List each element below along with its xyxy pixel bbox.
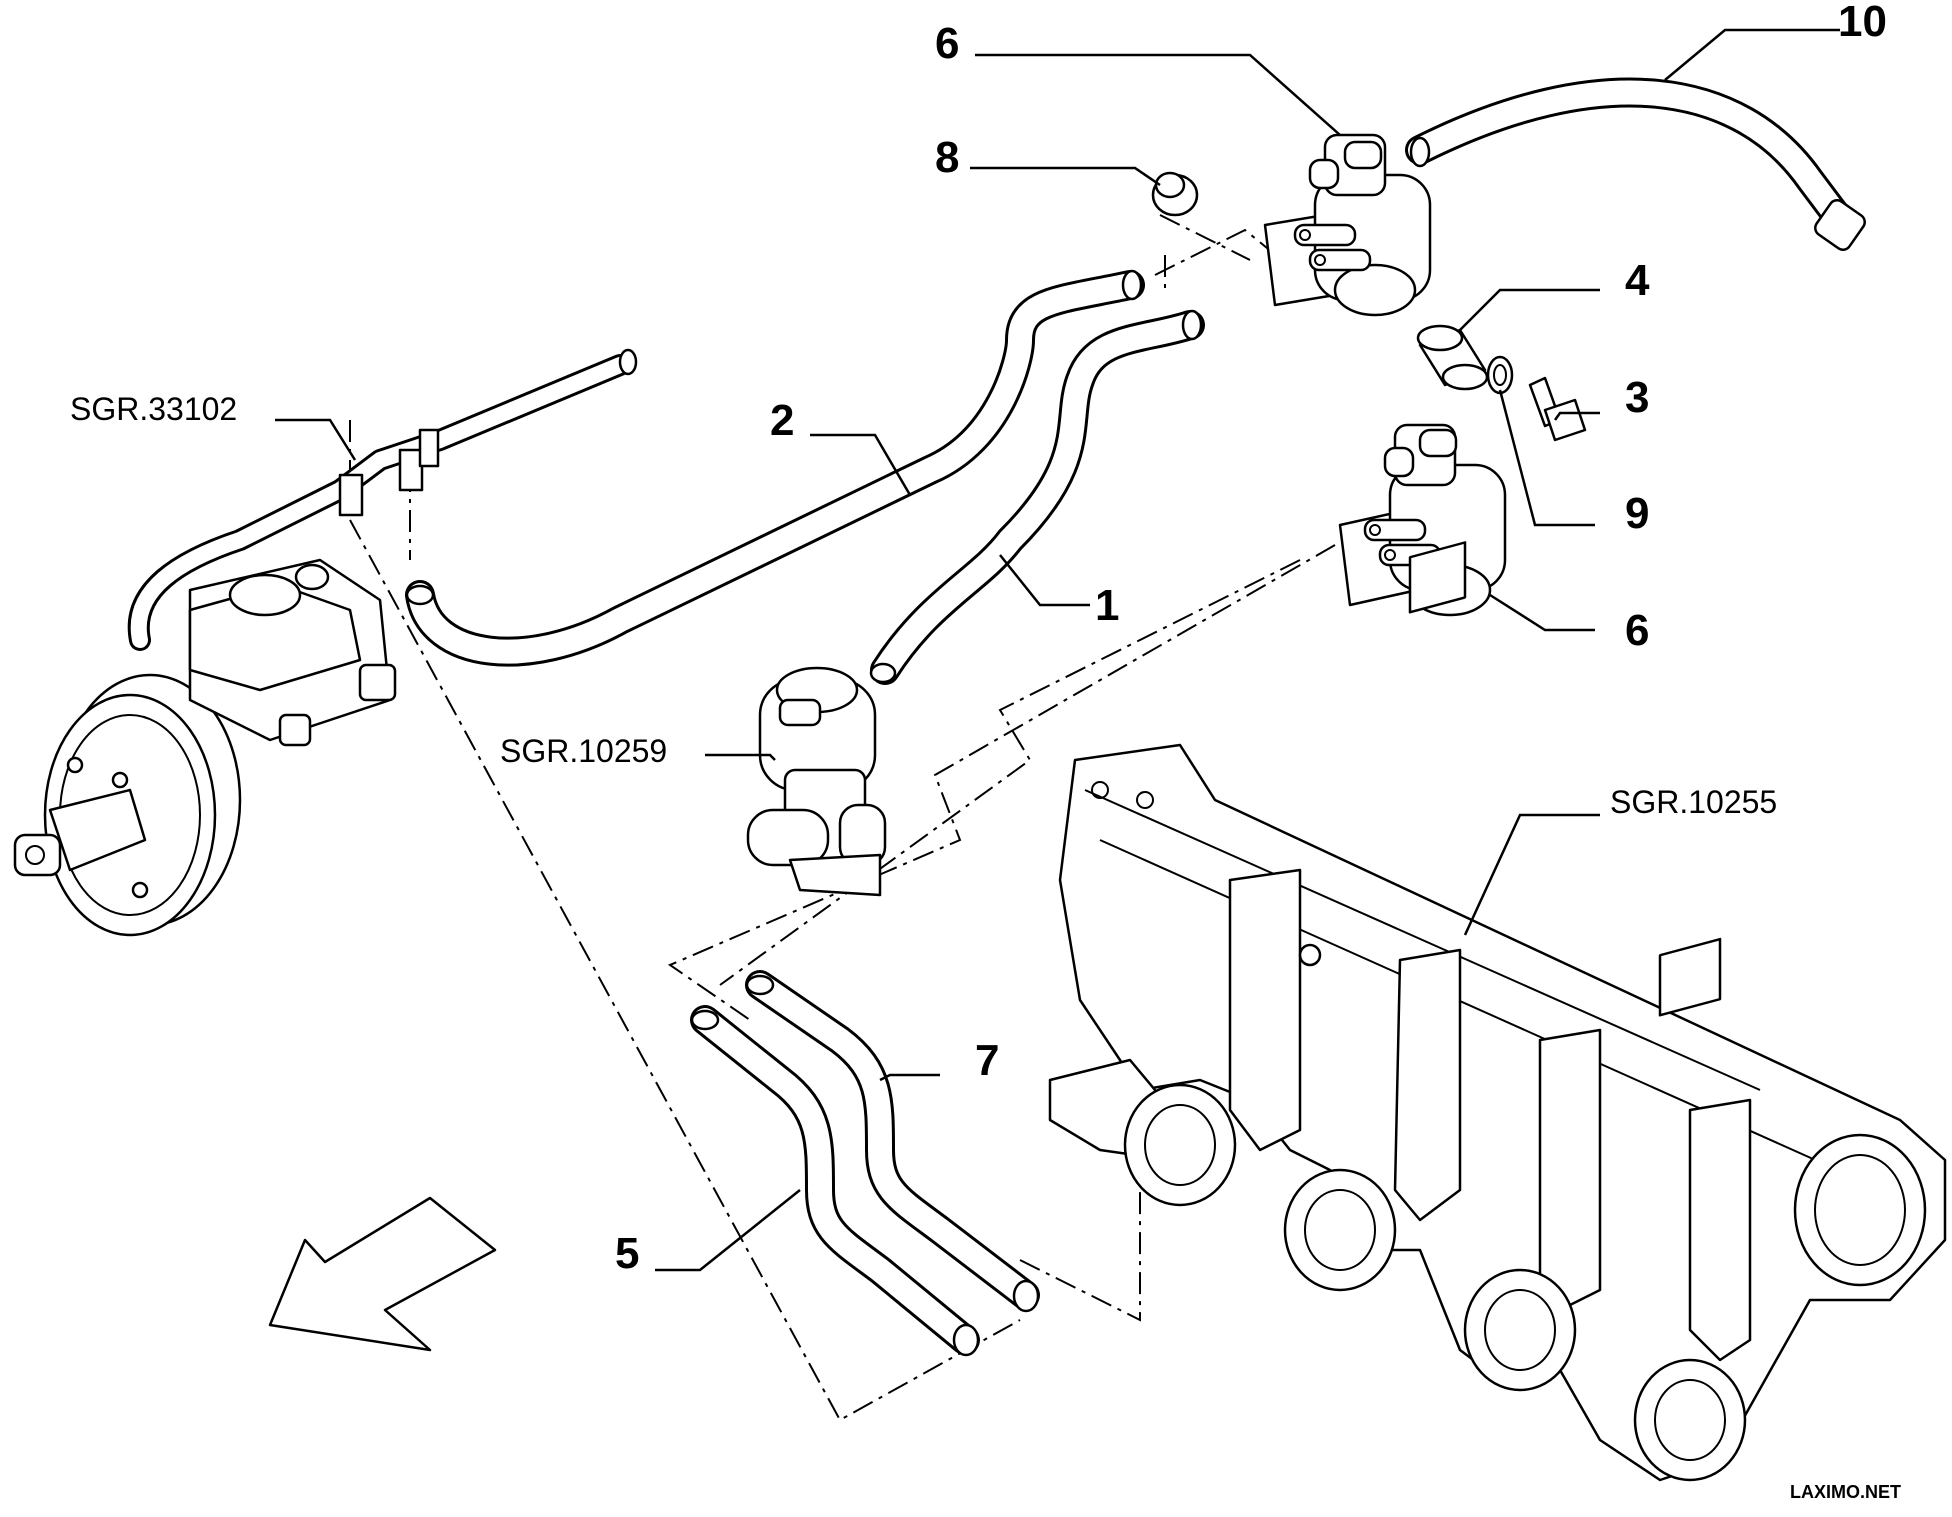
cap-8[interactable] — [1151, 171, 1199, 217]
hose-5[interactable] — [690, 1005, 980, 1357]
callout-3: 3 — [1625, 373, 1649, 422]
callout-2: 2 — [770, 396, 794, 445]
ref-brake-booster[interactable]: SGR.33102 — [70, 391, 237, 427]
solenoid-valve-top[interactable] — [1263, 133, 1432, 317]
direction-arrow — [268, 1196, 497, 1352]
callout-labels: 6 8 10 4 3 9 6 2 1 7 5 — [615, 0, 1887, 1278]
callout-10: 10 — [1838, 0, 1887, 46]
hose-2[interactable] — [405, 269, 1145, 667]
credit-watermark: LAXIMO.NET — [1790, 1482, 1901, 1502]
callout-7: 7 — [975, 1036, 999, 1085]
hose-1[interactable] — [869, 309, 1205, 685]
spacer-4[interactable] — [1416, 324, 1489, 391]
callout-8: 8 — [935, 133, 959, 182]
callout-4: 4 — [1625, 256, 1650, 305]
egr-valve[interactable] — [746, 666, 887, 897]
ref-intake-manifold[interactable]: SGR.10255 — [1610, 784, 1777, 820]
intake-manifold[interactable] — [1048, 541, 1947, 1482]
reference-labels: SGR.33102 SGR.10259 SGR.10255 — [70, 391, 1777, 820]
callout-5: 5 — [615, 1229, 639, 1278]
leader-lines — [275, 28, 1840, 1272]
callout-1: 1 — [1095, 581, 1119, 630]
callout-6-bottom: 6 — [1625, 606, 1649, 655]
bolt-3[interactable] — [1528, 376, 1587, 442]
callout-6-top: 6 — [935, 19, 959, 68]
hose-7[interactable] — [745, 970, 1040, 1313]
callout-9: 9 — [1625, 489, 1649, 538]
hose-10[interactable] — [1405, 77, 1868, 253]
brake-booster-assembly[interactable] — [13, 348, 638, 937]
washer-9[interactable] — [1486, 355, 1514, 395]
ref-egr-valve[interactable]: SGR.10259 — [500, 733, 667, 769]
